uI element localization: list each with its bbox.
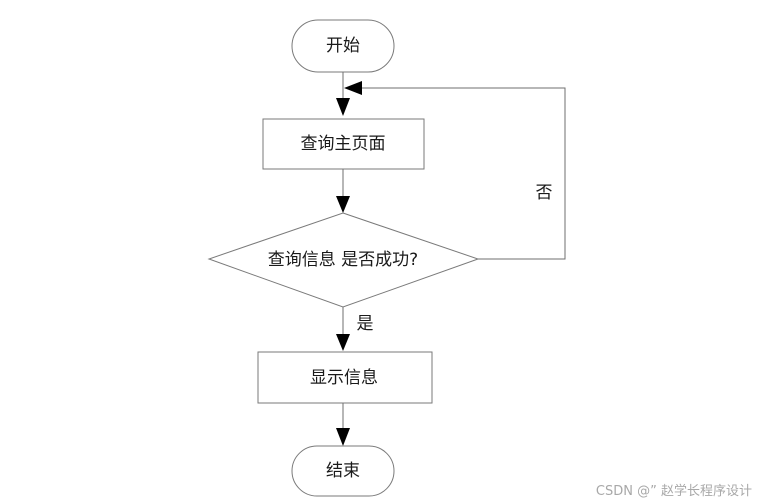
no-branch-label: 否 bbox=[536, 183, 553, 203]
arrowhead-icon bbox=[336, 98, 350, 116]
query-home-node-label: 查询主页面 bbox=[301, 134, 386, 154]
arrowhead-icon bbox=[336, 428, 350, 446]
watermark: CSDN @” 赵学长程序设计 bbox=[595, 484, 752, 499]
arrowhead-icon bbox=[336, 334, 350, 351]
decision-node: 查询信息 是否成功? bbox=[207, 212, 480, 308]
start-node-label: 开始 bbox=[326, 36, 360, 56]
end-node-label: 结束 bbox=[326, 461, 360, 481]
edge-show-to-end bbox=[336, 403, 350, 446]
arrowhead-icon bbox=[344, 81, 362, 95]
edge-decision-no-loop: 否 bbox=[344, 81, 566, 260]
show-info-node: 显示信息 bbox=[257, 351, 433, 404]
edge-decision-yes: 是 bbox=[336, 307, 374, 351]
show-info-node-label: 显示信息 bbox=[310, 368, 378, 388]
arrowhead-icon bbox=[336, 196, 350, 213]
query-home-node: 查询主页面 bbox=[262, 118, 425, 170]
end-node: 结束 bbox=[291, 445, 395, 497]
decision-node-label: 查询信息 是否成功? bbox=[268, 250, 418, 270]
start-node: 开始 bbox=[291, 19, 395, 73]
edge-query-to-decision bbox=[336, 169, 350, 213]
yes-branch-label: 是 bbox=[357, 314, 374, 334]
edge-start-to-query bbox=[336, 72, 350, 116]
